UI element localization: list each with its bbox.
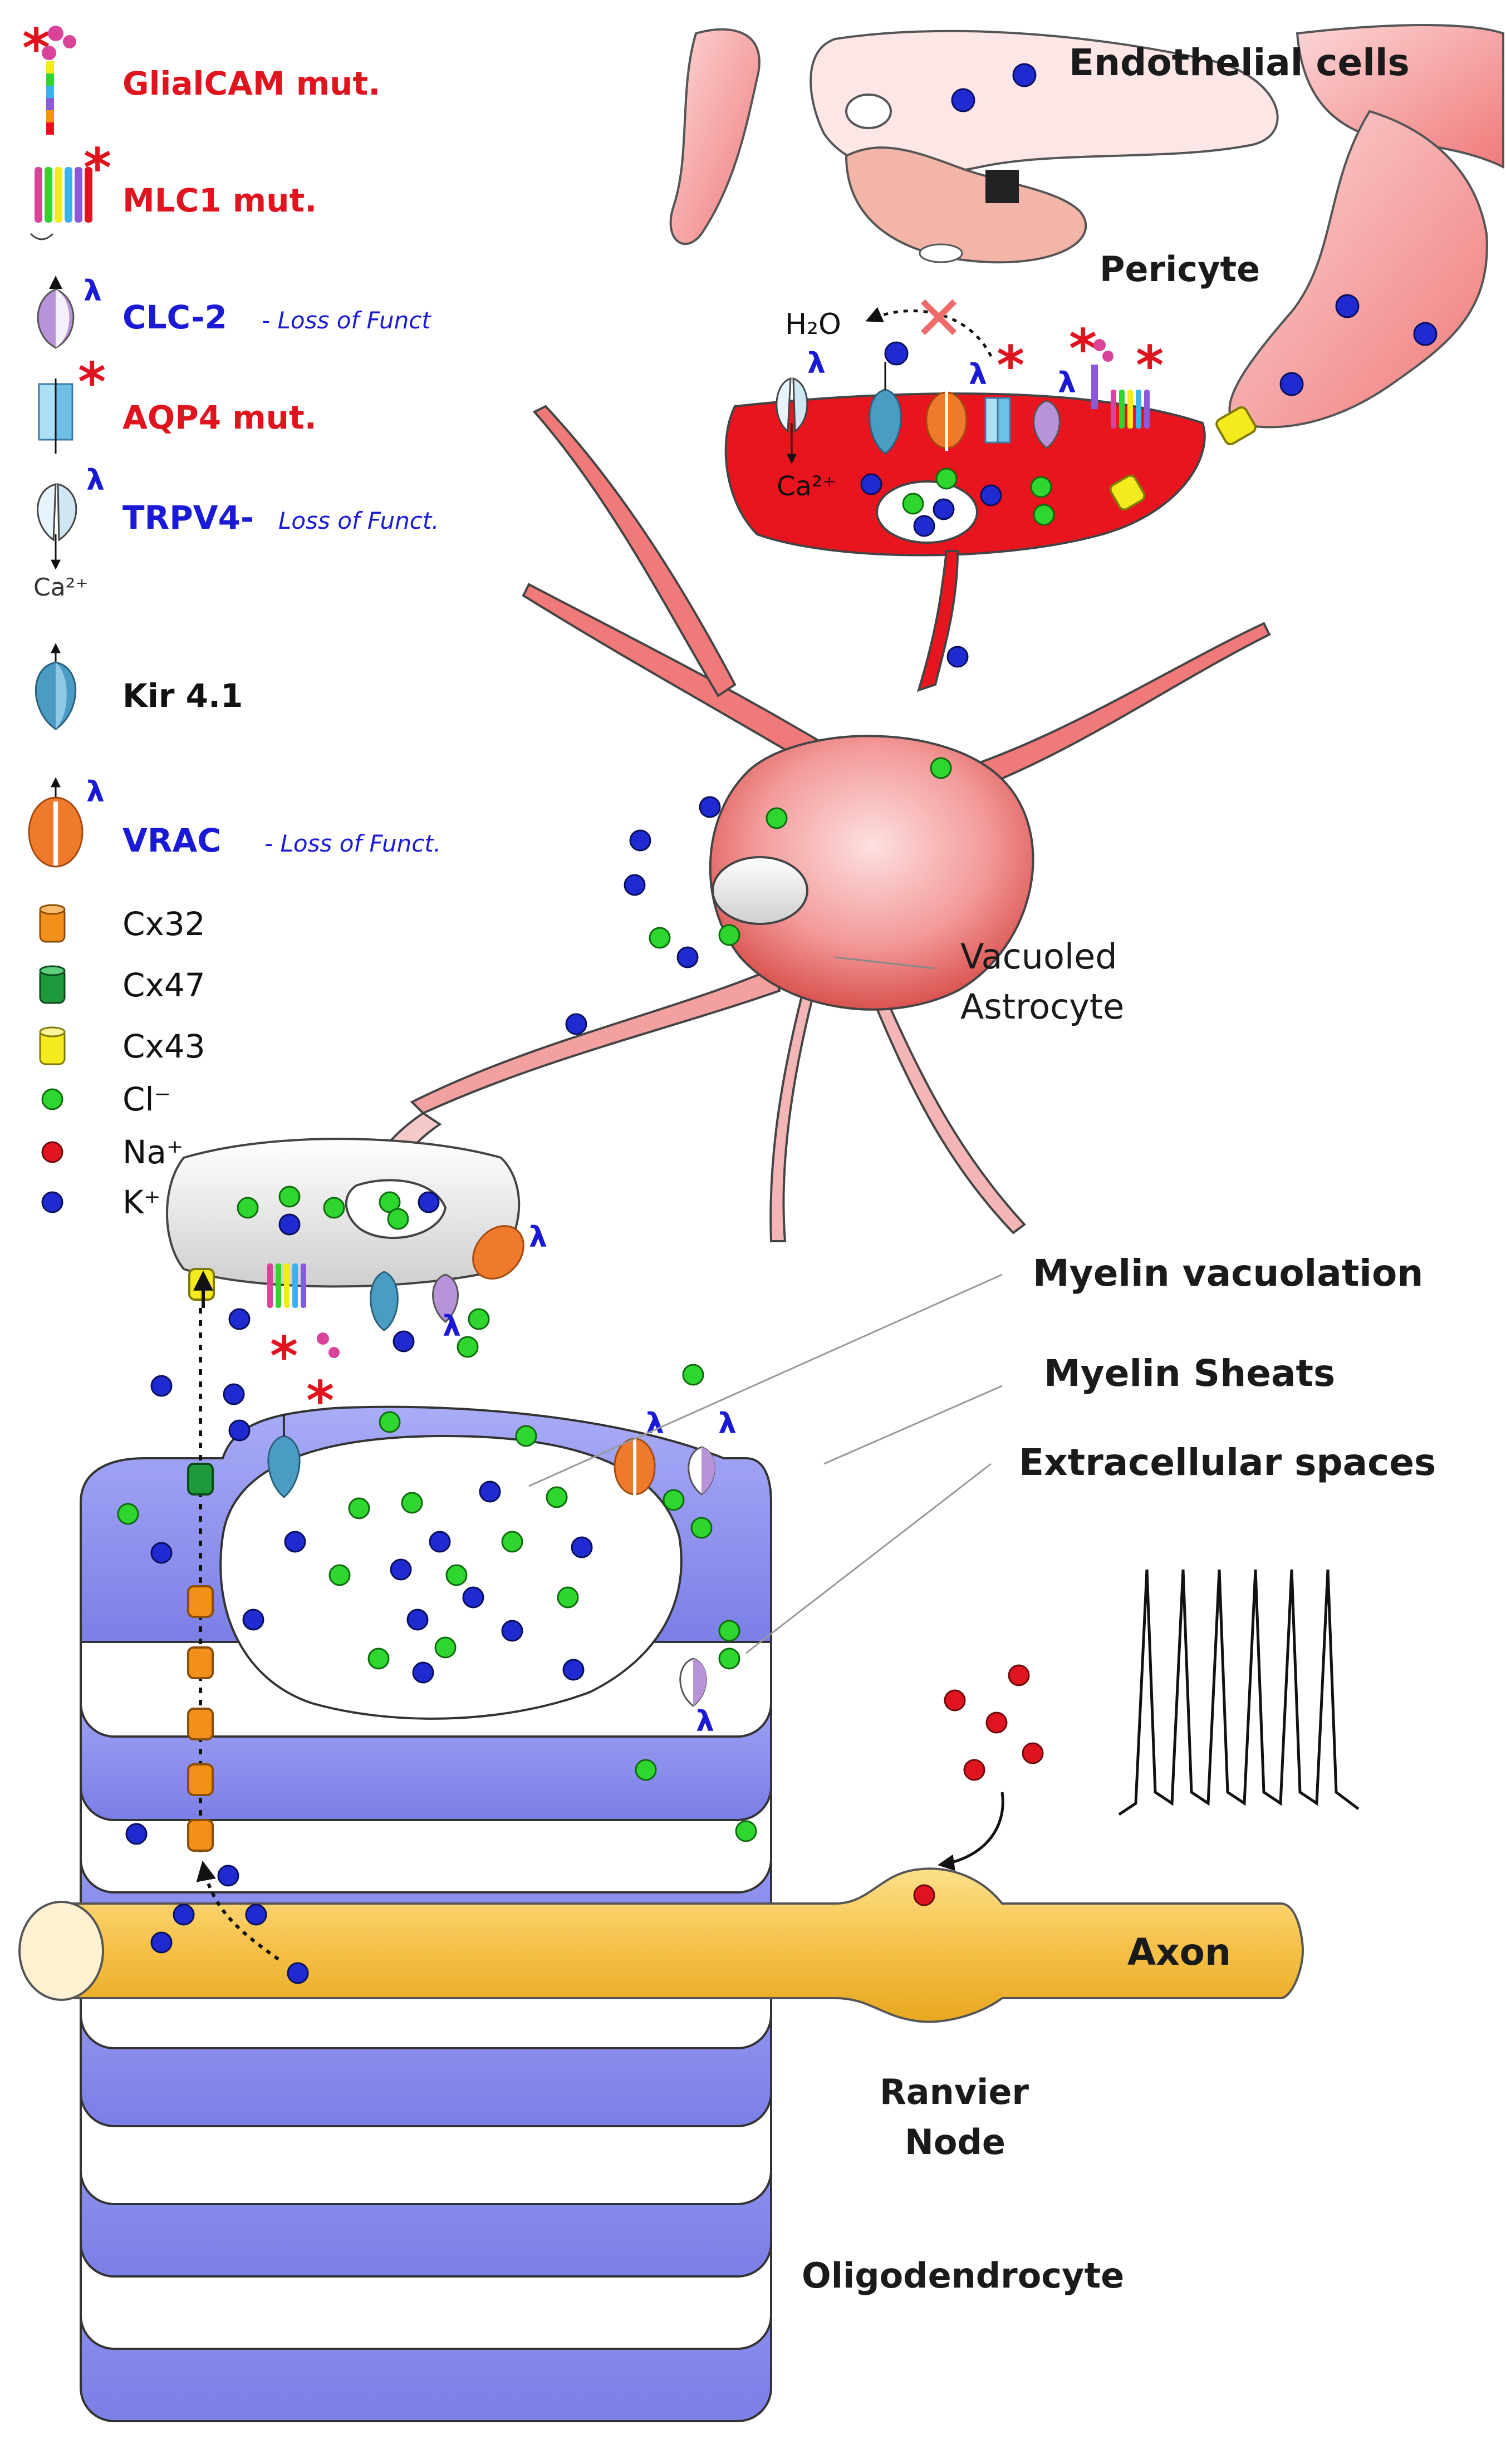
legend-vrac-sub: - Loss of Funct.	[264, 830, 441, 857]
label-ranvier: Ranvier	[880, 2072, 1029, 2112]
vessel-wall-left	[669, 28, 761, 245]
endfoot-glialcam-mlc1: * *	[1069, 318, 1164, 429]
svg-text:λ: λ	[529, 1221, 547, 1254]
endothelial-cell-top	[810, 29, 1279, 175]
endothelial-cell-lower	[1228, 110, 1488, 429]
legend-aqp4-label: AQP4 mut.	[122, 399, 317, 436]
legend-clc2-label: CLC-2	[122, 298, 227, 336]
svg-text:λ: λ	[807, 347, 826, 380]
legend-cx43-label: Cx43	[122, 1027, 205, 1065]
kir41-channel-icon	[35, 643, 77, 730]
label-pericyte: Pericyte	[1100, 249, 1260, 289]
endfoot-kir41-channel	[869, 362, 902, 455]
label-astrocyte: Astrocyte	[960, 986, 1124, 1027]
clc2-channel-icon: λ	[37, 274, 102, 349]
label-myelin-vacuolation: Myelin vacuolation	[1033, 1252, 1423, 1295]
sodium-influx	[938, 1664, 1044, 1871]
water-flux-arrow	[865, 307, 993, 357]
endfoot-clc2-channel: λ	[1033, 366, 1076, 449]
legend-cx47-label: Cx47	[122, 966, 205, 1004]
potassium-ion-icon	[41, 1191, 63, 1213]
legend-trpv4-label: TRPV4-	[122, 499, 254, 537]
aqp4-channel-icon: *	[38, 351, 106, 454]
legend-trpv4-sub: Loss of Funct.	[278, 507, 439, 534]
svg-text:λ: λ	[718, 1407, 737, 1440]
label-calcium: Ca²⁺	[777, 471, 837, 502]
svg-text:*: *	[997, 335, 1024, 397]
legend-k-label: K⁺	[122, 1183, 161, 1221]
legend-kir41-label: Kir 4.1	[122, 677, 243, 715]
astrocyte-perivascular-process: λ * * λ	[166, 1138, 547, 1432]
endfoot-vacuole	[876, 480, 978, 544]
legend-mlc1-label: MLC1 mut.	[122, 181, 317, 219]
astrocyte-nucleus	[712, 856, 808, 925]
vacuoled-astrocyte	[355, 405, 1271, 1242]
cx43-gap-junction-vessel	[1215, 406, 1257, 445]
endfoot-vrac-channel: λ	[925, 358, 987, 451]
cx43-connexin-icon	[39, 1026, 66, 1065]
pericyte-cell	[845, 146, 1087, 264]
legend: * GlialCAM mut. * MLC1 mut.	[22, 17, 441, 1221]
svg-text:λ: λ	[443, 1310, 461, 1343]
trpv4-calcium-label: Ca²⁺	[33, 573, 89, 602]
svg-text:λ: λ	[696, 1705, 714, 1738]
label-oligodendrocyte: Oligodendrocyte	[802, 2255, 1124, 2296]
svg-text:*: *	[270, 1325, 298, 1388]
trpv4-channel-icon: λ Ca²⁺	[33, 464, 105, 602]
clc2-lambda: λ	[84, 274, 102, 308]
label-endothelial-cells: Endothelial cells	[1069, 41, 1410, 84]
myelin-vacuole-ions	[284, 1481, 593, 1684]
label-node: Node	[905, 2122, 1005, 2162]
vrac-channel-icon: λ	[28, 775, 105, 868]
vrac-lambda: λ	[86, 775, 105, 809]
legend-clc2-sub: - Loss of Funct	[262, 307, 431, 334]
tight-junction	[985, 170, 1019, 203]
endothelial-cell-right	[1296, 24, 1504, 169]
aqp4-mutation-star: *	[78, 351, 106, 414]
axon	[18, 1270, 1304, 2023]
svg-text:λ: λ	[646, 1407, 664, 1440]
cx47-connexin-icon	[39, 965, 66, 1004]
svg-text:λ: λ	[969, 358, 987, 391]
chloride-ion-icon	[41, 1088, 63, 1110]
action-potential-train	[1118, 1569, 1360, 1816]
endfoot-trpv4-channel: λ	[776, 347, 826, 464]
label-water: H₂O	[785, 308, 841, 341]
legend-na-label: Na⁺	[122, 1133, 184, 1171]
endfoot-aqp4-channel: *	[984, 335, 1024, 444]
legend-cx32-label: Cx32	[122, 905, 205, 943]
glialcam-protein-icon: *	[22, 17, 76, 135]
legend-vrac-label: VRAC	[122, 822, 221, 859]
trpv4-lambda: λ	[86, 464, 105, 497]
blood-vessel	[669, 24, 1504, 445]
sodium-ion-icon	[41, 1141, 63, 1163]
svg-text:λ: λ	[1058, 366, 1076, 400]
label-myelin-sheats: Myelin Sheats	[1044, 1352, 1335, 1395]
legend-cl-label: Cl⁻	[122, 1080, 171, 1118]
mlc1-protein-icon: *	[30, 137, 111, 240]
label-vacuoled: Vacuoled	[960, 936, 1117, 977]
cx32-connexin-icon	[39, 904, 66, 943]
blocked-flux-icon: ✕	[913, 283, 964, 354]
label-extracellular-spaces: Extracellular spaces	[1019, 1441, 1436, 1484]
oligodendrocyte-myelin: λ λ λ	[80, 1308, 772, 2422]
svg-text:*: *	[1136, 335, 1164, 397]
label-axon: Axon	[1127, 1931, 1231, 1974]
astrocyte-endfoot: λ λ * λ * *	[724, 318, 1206, 557]
legend-glialcam-label: GlialCAM mut.	[122, 65, 380, 102]
